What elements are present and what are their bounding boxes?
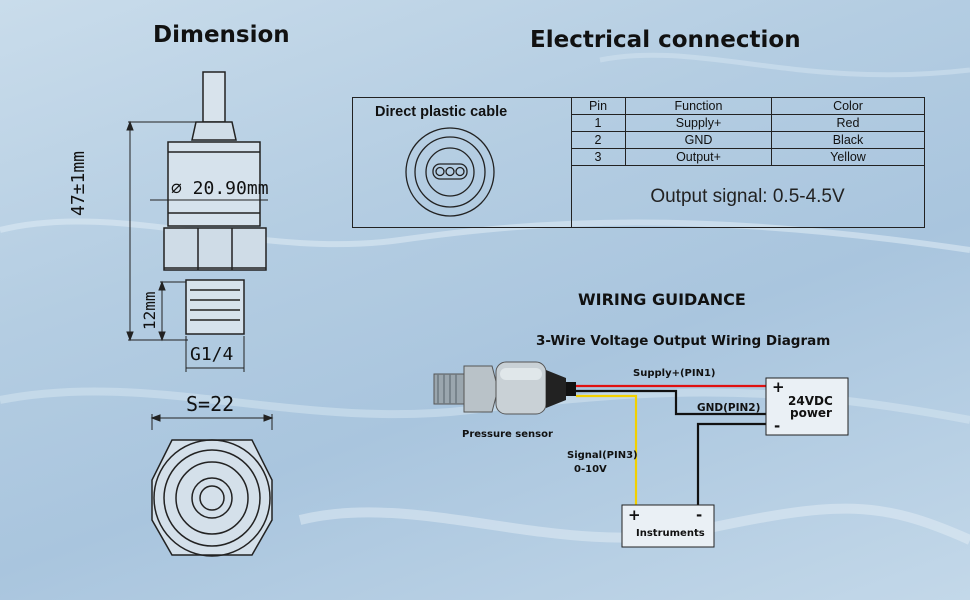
instrument-plus: + [628, 506, 641, 524]
cable-cell: Direct plastic cable [353, 98, 572, 227]
power-box [765, 377, 849, 436]
gnd-label: GND(PIN2) [697, 402, 761, 414]
row-function: Output+ [626, 149, 772, 165]
sensor-body [167, 141, 261, 227]
instruments-box [621, 504, 715, 548]
table-row: 2 GND Black [571, 132, 924, 149]
gnd-return-wire [696, 422, 770, 505]
row-pin: 3 [571, 149, 626, 165]
row-pin: 2 [571, 132, 626, 148]
connector-icon [405, 127, 495, 217]
table-row: 3 Output+ Yellow [571, 149, 924, 166]
row-color: Black [832, 133, 864, 147]
header-pin: Pin [571, 98, 626, 114]
header-function: Function [626, 98, 772, 114]
cable-title: Direct plastic cable [375, 104, 508, 120]
row-function: Supply+ [626, 115, 772, 131]
gnd-wire [576, 389, 770, 416]
hex-bottom-view [151, 439, 273, 556]
signal-range: 0-10V [574, 464, 607, 475]
thread-section [185, 279, 245, 335]
table-row: 1 Supply+ Red [571, 115, 924, 132]
row-color: Yellow [830, 150, 866, 164]
electrical-title: Electrical connection [530, 27, 801, 53]
instrument-minus: - [696, 506, 703, 524]
pin-table: Pin Function Color 1 Supply+ Red 2 GND B… [571, 98, 924, 227]
hex-nut [163, 227, 267, 271]
power-plus: + [772, 378, 785, 396]
row-pin: 1 [571, 115, 626, 131]
signal-label: Signal(PIN3) [567, 450, 638, 461]
supply-label: Supply+(PIN1) [633, 368, 716, 379]
instrument-label: Instruments [636, 528, 705, 539]
signal-wire [576, 394, 638, 505]
power-label-1: 24VDC [788, 394, 833, 408]
dimension-drawing [126, 71, 274, 557]
header-color: Color [833, 99, 863, 113]
thread-label: G1/4 [190, 344, 234, 365]
wiring-title: WIRING GUIDANCE [578, 290, 746, 309]
pressure-sensor-icon [433, 361, 576, 415]
power-label-2: power [790, 406, 832, 420]
wiring-subtitle: 3-Wire Voltage Output Wiring Diagram [536, 333, 831, 349]
dimension-title: Dimension [153, 22, 290, 48]
cable-gland [191, 121, 237, 141]
hex-size-label: S=22 [186, 392, 235, 416]
output-signal: Output signal: 0.5-4.5V [650, 185, 845, 207]
diameter-label: ∅ 20.90mm [171, 178, 269, 199]
electrical-table: Direct plastic cable Pin Function Color … [352, 97, 925, 228]
sensor-label: Pressure sensor [462, 429, 553, 440]
table-header-row: Pin Function Color [571, 98, 924, 115]
row-color: Red [836, 116, 860, 130]
power-minus: - [774, 417, 781, 435]
row-function: GND [626, 132, 772, 148]
